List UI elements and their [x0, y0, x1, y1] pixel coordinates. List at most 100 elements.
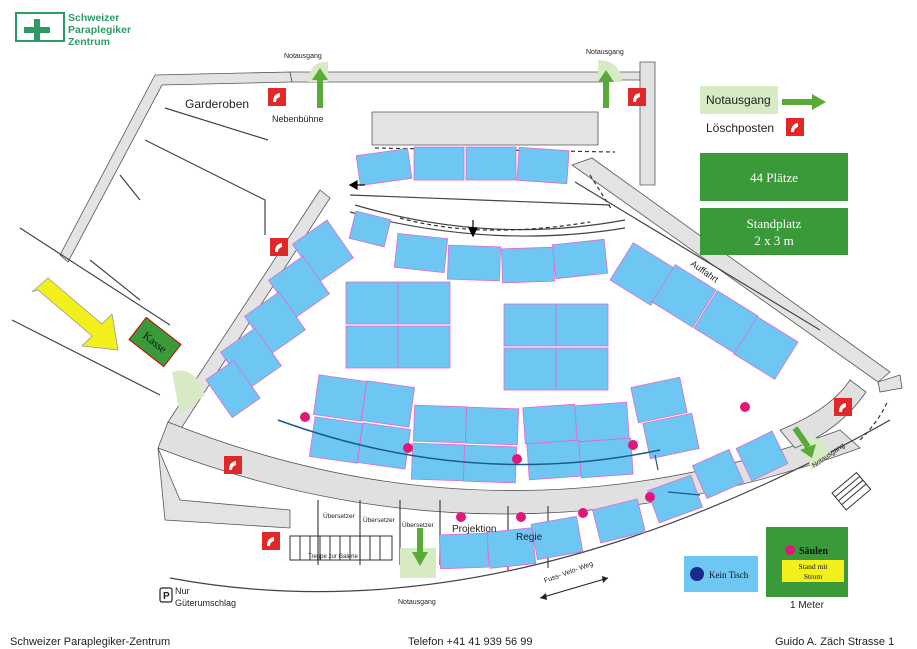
table-31: [412, 404, 468, 444]
table-7: [447, 244, 501, 282]
legend-standplatz-box: [700, 208, 848, 255]
stage-edge-tick-2: [667, 491, 701, 496]
legend-saeulen-dot: [785, 545, 795, 555]
table-40: [642, 412, 700, 460]
legend-strom-box: [782, 560, 844, 582]
table-14: [205, 359, 261, 419]
table-37: [526, 439, 582, 481]
fire-extinguisher-icon-1: [268, 88, 286, 106]
logo-line-2: Paraplegiker: [68, 24, 132, 36]
label-projektion: Projektion: [452, 524, 496, 535]
table-32: [464, 406, 520, 446]
table-28: [360, 380, 416, 428]
fire-extinguisher-icon-4: [834, 398, 852, 416]
legend-loeschposten: Löschposten: [706, 121, 774, 135]
label-uebersetzer-2: Übersetzer: [363, 516, 396, 524]
table-38: [578, 437, 634, 479]
path-arrow-head-left: [540, 593, 547, 600]
legend-strom-1: Stand mit: [799, 562, 829, 571]
label-nebenbuehne: Nebenbühne: [272, 114, 324, 124]
table-19: [503, 303, 557, 347]
label-notausgang-bottom: Notausgang: [398, 599, 436, 606]
label-uebersetzer-1: Übersetzer: [323, 512, 356, 520]
label-garderoben: Garderoben: [185, 97, 249, 111]
table-21: [503, 347, 557, 391]
table-18: [397, 325, 451, 369]
exit-bottom: [400, 548, 436, 578]
column-dot-3: [512, 454, 522, 464]
table-15: [345, 281, 399, 325]
parking-symbol: P: [163, 591, 170, 602]
table-1: [355, 148, 413, 186]
stage-edge-tick: [654, 454, 659, 471]
table-20: [555, 303, 609, 347]
footer-right: Guido A. Zäch Strasse 1: [775, 636, 895, 648]
column-dot-4: [628, 440, 638, 450]
table-29: [308, 416, 364, 464]
legend-notausgang: Notausgang: [706, 93, 771, 107]
legend-plaetze: 44 Plätze: [750, 170, 798, 185]
legend-exit-arrow-head: [812, 94, 826, 110]
table-43: [592, 498, 646, 544]
kasse-booth: Kasse: [128, 316, 182, 368]
legend-strom-2: Strom: [804, 572, 823, 581]
table-26: [733, 316, 799, 380]
column-dot-8: [578, 508, 588, 518]
table-5: [348, 210, 392, 248]
legend-standplatz-1: Standplatz: [747, 216, 802, 231]
legend-saeulen: Säulen: [799, 546, 828, 557]
tables: [205, 146, 799, 570]
label-fuss-velo-weg: Fuss- Velo- Weg: [543, 561, 594, 585]
table-39: [630, 376, 688, 424]
column-dot-2: [403, 443, 413, 453]
table-2: [413, 146, 465, 181]
table-47: [439, 532, 489, 570]
label-uebersetzer-3: Übersetzer: [402, 521, 435, 529]
table-24: [651, 264, 717, 328]
logo-icon: [15, 12, 65, 42]
legend-standplatz-2: 2 x 3 m: [754, 233, 793, 248]
table-6: [393, 233, 449, 273]
fire-extinguisher-icon-6: [262, 532, 280, 550]
table-27: [312, 374, 368, 422]
label-nur: Nur: [175, 586, 190, 596]
fire-extinguisher-icon-5: [224, 456, 242, 474]
logo-line-1: Schweizer: [68, 12, 120, 24]
table-16: [397, 281, 451, 325]
table-45: [691, 448, 745, 500]
label-treppe: Treppe zur Galerie: [308, 554, 358, 560]
path-arrow-head-right: [602, 576, 608, 583]
footer-center: Telefon +41 41 939 56 99: [408, 636, 533, 648]
table-3: [465, 146, 517, 181]
table-17: [345, 325, 399, 369]
legend-kein-tisch-dot: [690, 567, 704, 581]
stairs: [289, 471, 872, 561]
legend-notausgang-box: [700, 86, 778, 114]
table-9: [551, 238, 609, 280]
stage-edge-line: [277, 419, 661, 466]
column-dot-7: [516, 512, 526, 522]
emergency-exits: [172, 60, 832, 578]
logo-line-3: Zentrum: [68, 36, 110, 48]
legend-scale: 1 Meter: [790, 600, 825, 611]
building-walls: [59, 61, 903, 529]
label-notausgang-top-right: Notausgang: [586, 49, 624, 56]
table-22: [555, 347, 609, 391]
label-regie: Regie: [516, 532, 543, 543]
fire-extinguisher-icon-3: [270, 238, 288, 256]
path-arrow: [539, 577, 609, 599]
label-gueterumschlag: Güterumschlag: [175, 598, 236, 608]
table-46: [735, 430, 789, 482]
legend-plaetze-box: [700, 153, 848, 201]
parking-icon: P: [159, 587, 173, 603]
label-notausgang-top-left: Notausgang: [284, 53, 322, 60]
table-44: [647, 474, 703, 524]
fire-extinguisher-icon-2: [628, 88, 646, 106]
logo-text: Schweizer Paraplegiker Zentrum: [68, 12, 131, 48]
interior-walls: [11, 107, 891, 593]
table-4: [516, 146, 570, 185]
columns: [300, 402, 750, 522]
fire-extinguishers: [224, 88, 852, 550]
entrance-arrow: [31, 277, 119, 351]
column-dot-1: [300, 412, 310, 422]
